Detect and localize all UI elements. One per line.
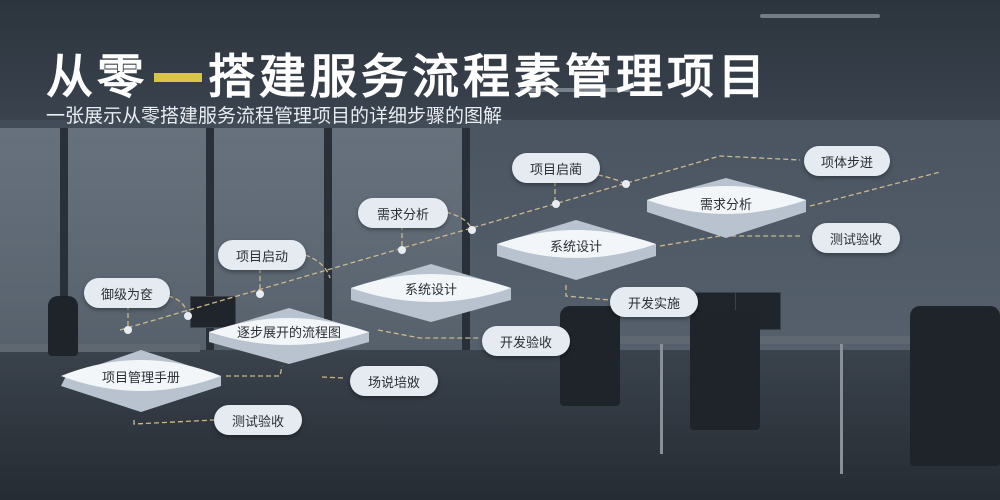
- office-chair: [560, 306, 620, 406]
- diamond-label: 逐步展开的流程图: [236, 325, 341, 341]
- step-pill[interactable]: 测试验收: [812, 223, 900, 253]
- desk-leg: [840, 344, 843, 474]
- connector-node: [468, 226, 476, 234]
- connector-node: [184, 312, 192, 320]
- diamond-shape: [647, 178, 806, 238]
- pill-label: 项体步迸: [820, 155, 873, 171]
- office-chair: [48, 296, 78, 356]
- title-part-1: 从零: [46, 50, 148, 105]
- pill-label: 测试验收: [829, 232, 882, 248]
- step-diamond[interactable]: 项目管理手册: [56, 348, 226, 414]
- desk: [600, 336, 1000, 344]
- step-pill[interactable]: 开发实施: [610, 287, 698, 317]
- ceiling-light: [520, 88, 630, 92]
- window-frame: [324, 128, 332, 358]
- pill-label: 项目启蔺: [529, 162, 582, 178]
- step-pill[interactable]: 项目启蔺: [512, 153, 600, 183]
- connector-node: [398, 246, 406, 254]
- pill-label: 御级为奁: [100, 287, 153, 303]
- diamond-label: 需求分析: [699, 197, 752, 213]
- step-pill[interactable]: 御级为奁: [84, 278, 170, 308]
- window: [332, 128, 462, 358]
- step-pill[interactable]: 开发验收: [482, 326, 570, 356]
- ceiling-light: [760, 14, 880, 18]
- page-subtitle: 一张展示从零搭建服务流程管理项目的详细步骤的图解: [46, 105, 503, 127]
- ceiling: [0, 0, 1000, 120]
- diamond-label: 系统设计: [549, 239, 602, 255]
- pill-label: 开发实施: [627, 296, 680, 312]
- step-diamond[interactable]: 系统设计: [492, 218, 660, 282]
- step-pill[interactable]: 场说培敚: [350, 366, 438, 396]
- page-title: 从零 搭建服务流程素管理项目: [46, 38, 769, 107]
- diamond-shape: [61, 350, 221, 412]
- diamond-label: 系统设计: [404, 282, 457, 298]
- office-chair: [690, 310, 760, 430]
- step-diamond[interactable]: 需求分析: [642, 176, 810, 240]
- pill-label: 测试验收: [231, 414, 284, 430]
- monitor: [190, 296, 236, 328]
- desk-leg: [660, 344, 663, 454]
- step-pill[interactable]: 需求分析: [358, 198, 448, 228]
- step-pill[interactable]: 项体步迸: [804, 146, 890, 176]
- connector-node: [256, 290, 264, 298]
- pill-label: 开发验收: [499, 335, 552, 351]
- connector-node: [622, 180, 630, 188]
- window-frame: [462, 128, 470, 358]
- connector-node: [124, 326, 132, 334]
- pill-label: 项目启动: [235, 249, 288, 265]
- connector-node: [552, 200, 560, 208]
- pill-label: 需求分析: [376, 207, 429, 223]
- diamond-shape: [497, 220, 656, 280]
- window-frame: [206, 128, 214, 358]
- window-frame: [60, 128, 68, 358]
- step-pill[interactable]: 测试验收: [214, 405, 302, 435]
- office-chair: [910, 306, 1000, 466]
- diamond-label: 项目管理手册: [101, 370, 180, 386]
- desk: [0, 344, 200, 352]
- diamond-shape: [351, 264, 511, 322]
- step-diamond[interactable]: 系统设计: [346, 262, 516, 324]
- title-part-2: 搭建服务流程素管理项目: [208, 50, 769, 105]
- pill-label: 场说培敚: [367, 375, 420, 391]
- title-accent-dash: [154, 73, 202, 82]
- diamond-shape: [209, 308, 369, 364]
- step-pill[interactable]: 项目启动: [218, 240, 306, 270]
- step-diamond[interactable]: 逐步展开的流程图: [204, 306, 374, 366]
- window: [66, 128, 206, 358]
